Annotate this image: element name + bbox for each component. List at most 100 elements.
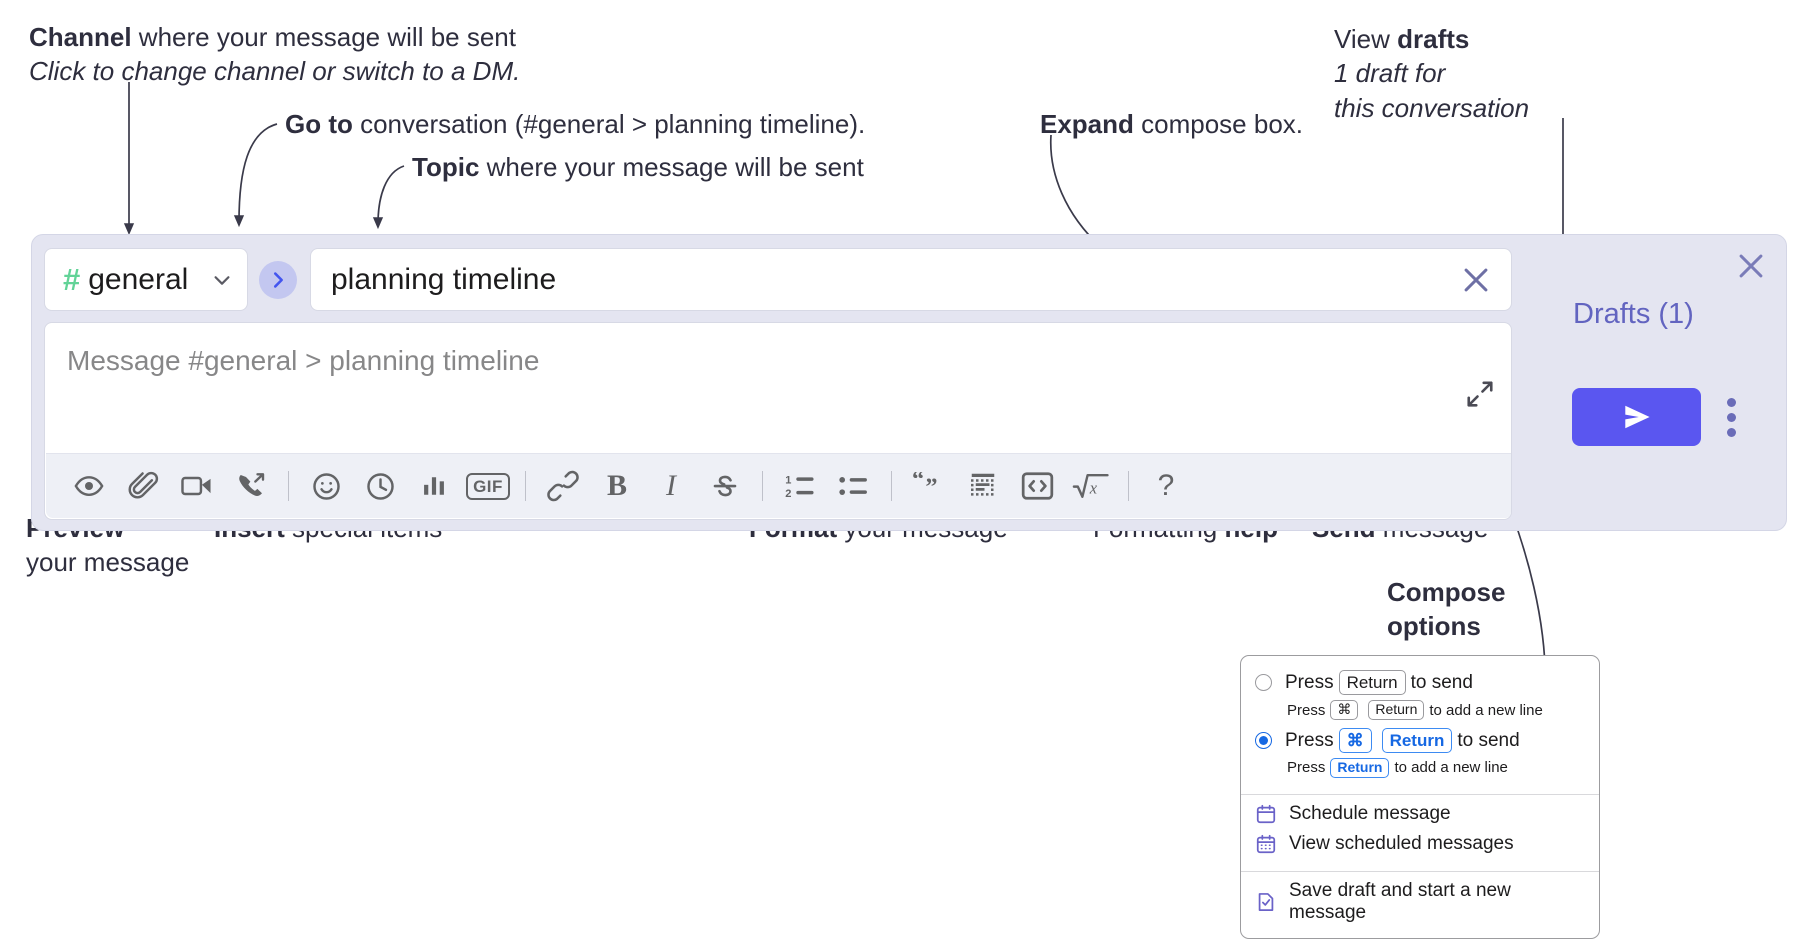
opt1-sub-pre: Press xyxy=(1287,701,1326,719)
separator-4 xyxy=(891,471,892,501)
formatting-help-button[interactable]: ? xyxy=(1139,459,1193,513)
svg-text:1: 1 xyxy=(785,475,791,487)
channel-name-label: general xyxy=(88,262,189,296)
annotation-expand-rest: compose box. xyxy=(1133,109,1304,139)
poll-button[interactable] xyxy=(407,459,461,513)
annotation-topic-rest: where your message will be sent xyxy=(479,152,864,182)
annotation-drafts-italic1: 1 draft for xyxy=(1334,58,1446,89)
svg-text:“: “ xyxy=(912,472,924,493)
opt2-sub-post: to add a new line xyxy=(1394,759,1508,777)
opt1-sub-key-return: Return xyxy=(1368,700,1425,720)
bulleted-list-button[interactable] xyxy=(827,459,881,513)
smiley-icon xyxy=(312,472,340,500)
compose-panel: # general planning timeline xyxy=(31,234,1787,531)
opt1-sub-post: to add a new line xyxy=(1429,701,1543,719)
annotation-goto-rest: conversation (#general > planning timeli… xyxy=(352,109,866,139)
bold-label: B xyxy=(606,469,627,502)
annotation-channel-bold: Channel xyxy=(29,22,132,52)
drafts-link[interactable]: Drafts (1) xyxy=(1573,298,1694,330)
opt1-pre: Press xyxy=(1285,672,1334,693)
attach-button[interactable] xyxy=(116,459,170,513)
message-input-placeholder: Message #general > planning timeline xyxy=(67,345,540,376)
close-icon[interactable] xyxy=(1459,263,1493,297)
topic-value: planning timeline xyxy=(331,262,557,296)
code-block-icon xyxy=(971,473,995,496)
go-to-conversation-button[interactable] xyxy=(259,261,297,299)
radio-unselected-icon xyxy=(1255,674,1272,692)
separator-3 xyxy=(762,471,763,501)
video-clip-button[interactable] xyxy=(170,459,224,513)
menu-item-schedule-message[interactable]: Schedule message xyxy=(1241,799,1599,829)
strikethrough-button[interactable] xyxy=(698,459,752,513)
link-icon xyxy=(547,470,579,502)
opt2-pre: Press xyxy=(1285,729,1334,751)
kebab-dot-2 xyxy=(1726,412,1736,422)
calendar-icon xyxy=(1256,804,1276,823)
code-block-button[interactable] xyxy=(956,459,1010,513)
video-camera-icon xyxy=(181,476,211,496)
strikethrough-icon xyxy=(713,475,737,497)
code-button[interactable] xyxy=(1010,459,1064,513)
svg-text:2: 2 xyxy=(785,488,791,500)
menu-divider-2 xyxy=(1241,870,1599,872)
separator-2 xyxy=(525,471,526,501)
quote-icon: “ ” xyxy=(912,472,937,500)
message-input-container[interactable]: Message #general > planning timeline xyxy=(44,322,1512,520)
menu-item-schedule-label: Schedule message xyxy=(1289,802,1451,824)
chevron-down-icon xyxy=(214,275,230,285)
annotation-compose-bold1: Compose xyxy=(1387,577,1506,607)
close-icon xyxy=(1739,254,1763,278)
blockquote-button[interactable]: “ ” xyxy=(902,459,956,513)
opt2-post: to send xyxy=(1457,729,1520,751)
opt2-key-return: Return xyxy=(1381,727,1453,753)
draft-actions: Save draft and start a new message xyxy=(1241,876,1599,938)
phone-arrow-icon xyxy=(239,473,265,496)
bulleted-list-icon xyxy=(839,477,867,495)
compose-options-button[interactable] xyxy=(1717,393,1745,441)
send-button[interactable] xyxy=(1572,388,1701,446)
annotation-topic: Topic where your message will be sent xyxy=(412,150,864,184)
close-panel-button[interactable] xyxy=(1734,249,1768,283)
menu-item-view-scheduled[interactable]: View scheduled messages xyxy=(1241,829,1599,859)
opt1-sub-key-cmd: ⌘ xyxy=(1330,700,1359,720)
math-button[interactable]: x xyxy=(1064,459,1118,513)
topic-input[interactable]: planning timeline xyxy=(310,248,1512,311)
opt2-key-cmd: ⌘ xyxy=(1338,727,1372,753)
clock-icon xyxy=(366,472,394,500)
reminder-button[interactable] xyxy=(353,459,407,513)
square-root-x-icon: x xyxy=(1072,474,1109,498)
menu-item-save-draft[interactable]: Save draft and start a new message xyxy=(1241,876,1599,928)
italic-button[interactable]: I xyxy=(644,459,698,513)
formatting-toolbar: GIF B I xyxy=(46,453,1511,518)
annotation-expand: Expand compose box. xyxy=(1040,107,1303,141)
annotation-channel: Channel where your message will be sent … xyxy=(29,20,520,89)
preview-button[interactable] xyxy=(62,459,116,513)
annotation-drafts-pre: View xyxy=(1334,24,1398,54)
annotation-compose-bold2: options xyxy=(1387,610,1481,641)
link-button[interactable] xyxy=(536,459,590,513)
emoji-button[interactable] xyxy=(299,459,353,513)
channel-picker[interactable]: # general xyxy=(44,248,248,311)
ordered-list-button[interactable]: 1 2 xyxy=(773,459,827,513)
kebab-dot-3 xyxy=(1726,427,1736,437)
bold-button[interactable]: B xyxy=(590,459,644,513)
paperclip-icon xyxy=(128,471,158,499)
opt2-sub-key-return: Return xyxy=(1330,758,1390,778)
audio-clip-button[interactable] xyxy=(224,459,278,513)
italic-label: I xyxy=(666,469,676,502)
document-check-icon xyxy=(1258,892,1274,911)
annotation-expand-bold: Expand xyxy=(1040,109,1134,139)
send-paper-plane-icon xyxy=(1624,405,1650,429)
menu-divider-1 xyxy=(1241,793,1599,795)
code-brackets-icon xyxy=(1021,472,1053,500)
question-mark-icon: ? xyxy=(1157,469,1175,502)
separator-1 xyxy=(288,471,289,501)
gif-button[interactable]: GIF xyxy=(461,459,515,513)
expand-icon[interactable] xyxy=(1465,379,1495,409)
menu-item-view-scheduled-label: View scheduled messages xyxy=(1289,832,1514,854)
